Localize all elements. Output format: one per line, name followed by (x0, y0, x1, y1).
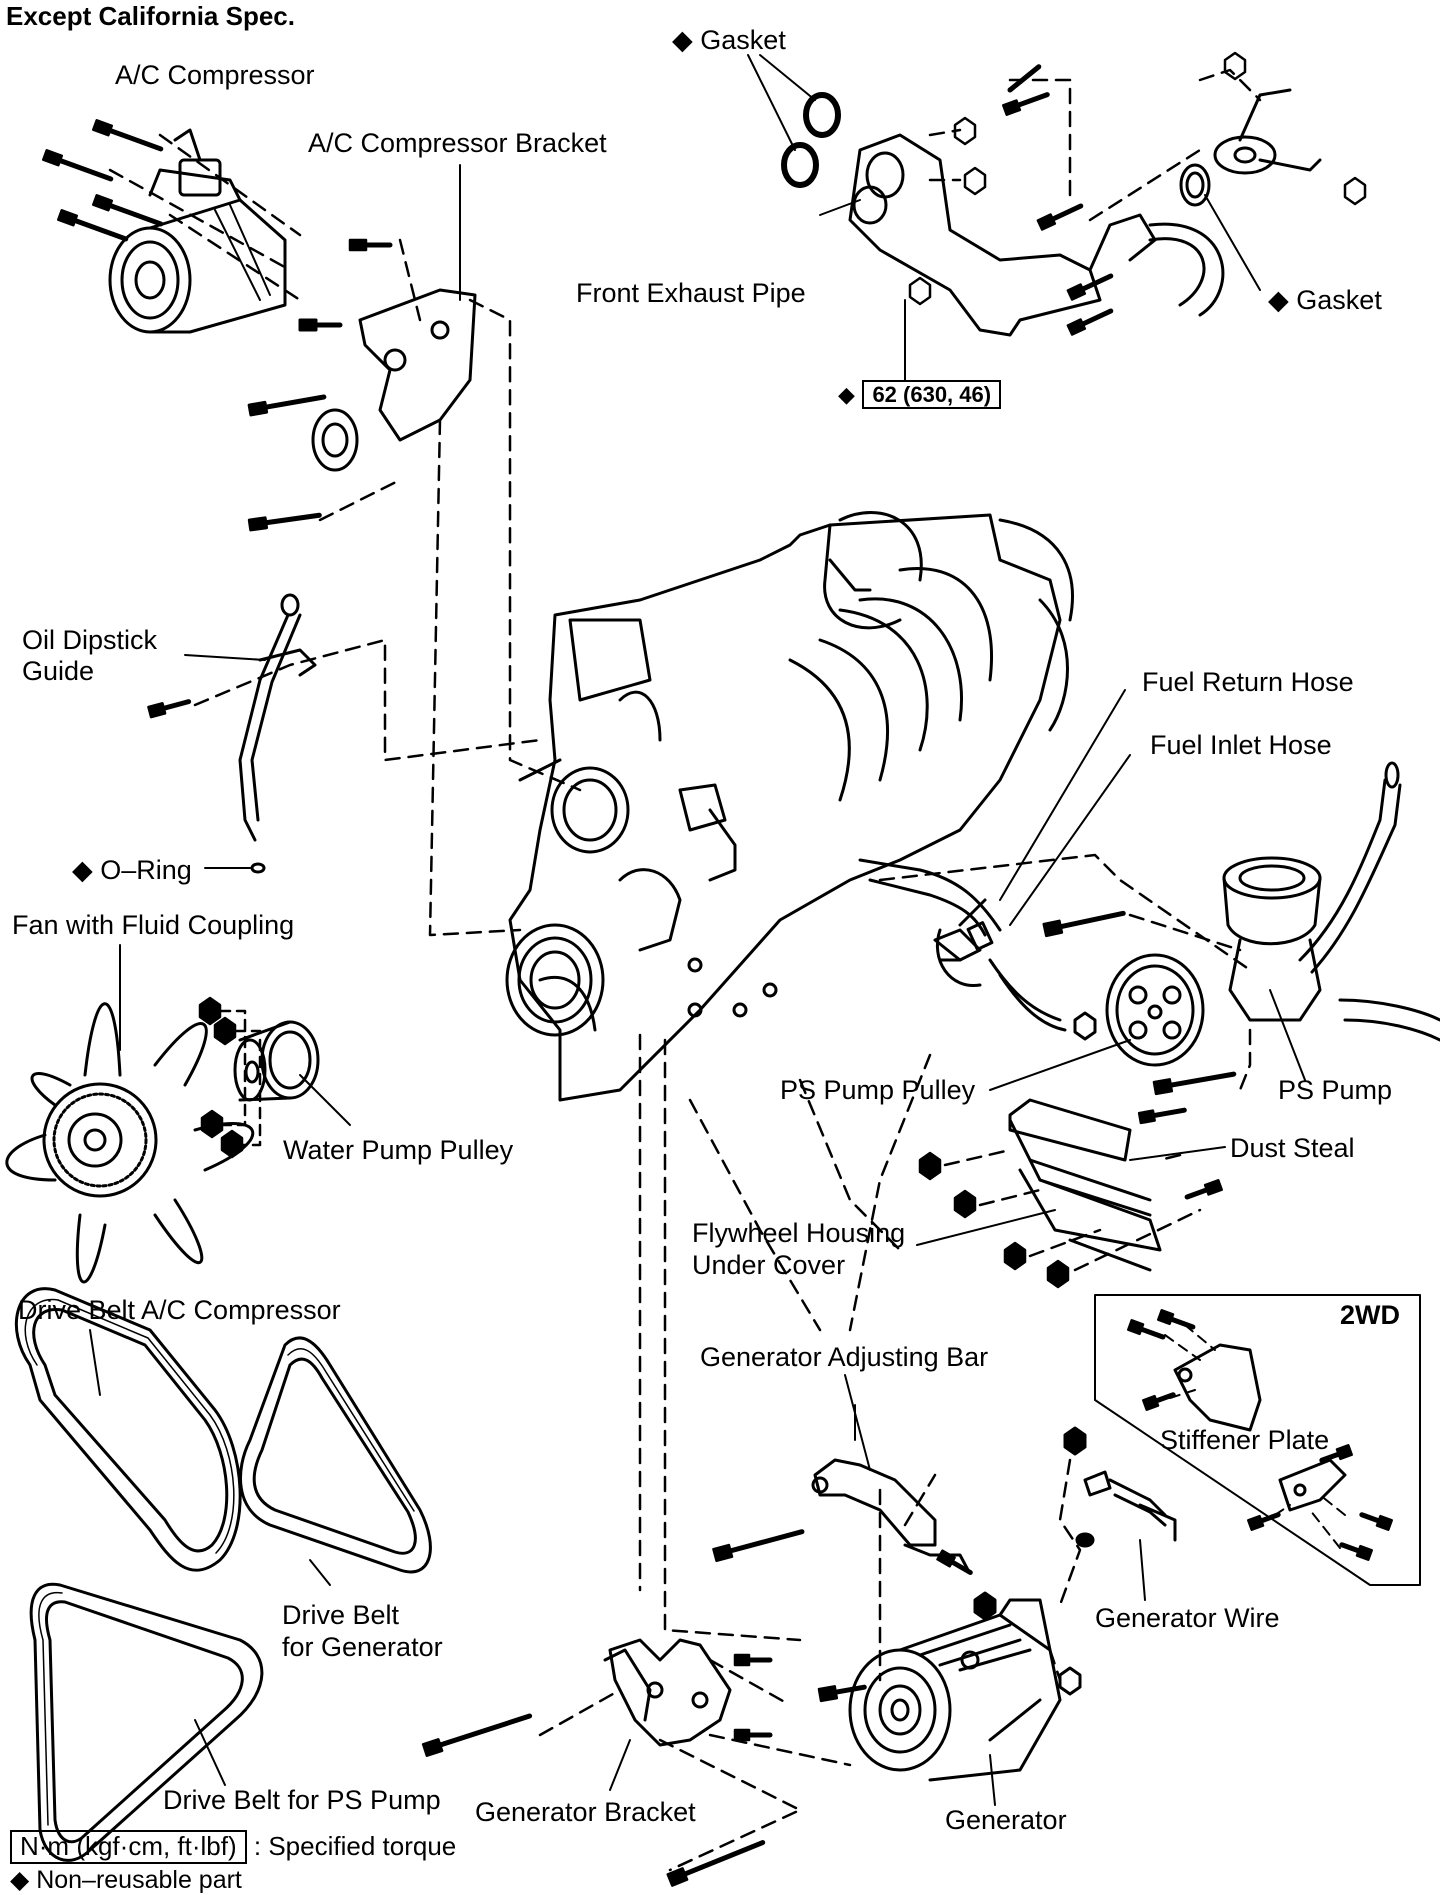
drive-belt-ac-illustration (14, 1287, 242, 1572)
label-flywheel-housing-1: Flywheel Housing (692, 1218, 906, 1248)
label-2wd: 2WD (1340, 1300, 1400, 1330)
ac-compressor-bracket-illustration (247, 288, 477, 532)
dashed-leaders-adjbar (878, 1473, 937, 1682)
label-stiffener-plate: Stiffener Plate (1160, 1425, 1330, 1455)
dust-steal-illustration (1008, 1098, 1162, 1272)
legend-torque: N·m (kgf·cm, ft·lbf) : Specified torque (10, 1830, 456, 1864)
label-drive-belt-ps: Drive Belt for PS Pump (163, 1785, 441, 1815)
label-gasket-right: ◆ Gasket (1268, 285, 1382, 316)
label-gasket-top-text: Gasket (700, 25, 786, 55)
leader-lines-genbracket (609, 1404, 996, 1806)
leader-lines-fuel (999, 689, 1131, 926)
label-generator-bracket: Generator Bracket (475, 1797, 696, 1827)
legend-torque-units: N·m (kgf·cm, ft·lbf) (10, 1830, 247, 1864)
diamond-icon: ◆ (1268, 285, 1289, 315)
label-generator-adjusting-bar: Generator Adjusting Bar (700, 1342, 989, 1372)
exhaust-gaskets (781, 92, 841, 188)
dashed-leaders-ac (108, 133, 582, 937)
ps-pump-illustration (1222, 761, 1440, 1042)
label-ps-pump: PS Pump (1278, 1075, 1393, 1105)
dashed-leaders-ps (878, 853, 1252, 1092)
generator-wire-illustration (1063, 1426, 1177, 1548)
dashed-leaders-genbracket (538, 1648, 1062, 1872)
leader-lines-belts (89, 1329, 331, 1786)
label-fan-with-fluid-coupling: Fan with Fluid Coupling (12, 910, 295, 940)
label-o-ring-text: O–Ring (100, 855, 192, 885)
generator-adjusting-bar-illustration (712, 1458, 973, 1575)
leader-lines-wire (1139, 1539, 1146, 1601)
ac-compressor-bolts (42, 119, 393, 252)
label-ps-pump-pulley: PS Pump Pulley (780, 1075, 976, 1105)
engine-block-illustration (505, 511, 1074, 1102)
dust-steal-bolts (918, 1151, 1223, 1289)
drive-belt-ps-illustration (29, 1582, 264, 1862)
diamond-icon: ◆ (10, 1866, 30, 1894)
label-ac-compressor: A/C Compressor (115, 60, 315, 90)
torque-spec-exhaust: ◆ 62 (630, 46) (838, 378, 1002, 409)
oil-dipstick-guide-illustration (147, 593, 317, 874)
ps-bolts (1042, 910, 1237, 1125)
leader-lines-dipstick (184, 654, 266, 869)
diamond-icon: ◆ (672, 25, 693, 55)
leader-lines-adjbar (844, 1374, 871, 1471)
label-drive-belt-generator-1: Drive Belt (282, 1600, 400, 1630)
dashed-leaders-engine (638, 1033, 932, 1642)
label-gasket-top: ◆ Gasket (672, 25, 786, 56)
dashed-leaders-dust (943, 1148, 1202, 1272)
ac-compressor-illustration (108, 128, 287, 334)
leader-lines-ps (989, 989, 1306, 1091)
drive-belt-generator-illustration (239, 1336, 432, 1574)
fuel-hoses-illustration (935, 898, 1067, 1032)
label-dust-steal: Dust Steal (1230, 1133, 1355, 1163)
dashed-leaders-dipstick (193, 638, 542, 762)
label-drive-belt-ac: Drive Belt A/C Compressor (18, 1295, 341, 1325)
torque-value-box: 62 (630, 46) (862, 380, 1002, 409)
label-flywheel-housing-2: Under Cover (692, 1250, 846, 1280)
dashed-leaders-wire (1058, 1458, 1082, 1607)
leader-lines-dust (916, 1146, 1226, 1246)
legend-torque-desc: : Specified torque (253, 1831, 457, 1861)
label-gasket-right-text: Gasket (1296, 285, 1382, 315)
dashed-leaders-2wd (1164, 1324, 1346, 1549)
label-generator-wire: Generator Wire (1095, 1603, 1280, 1633)
legend-nonreusable-text: Non–reusable part (36, 1866, 242, 1894)
legend-nonreusable: ◆ Non–reusable part (10, 1866, 242, 1895)
generator-bolts (666, 1684, 867, 1887)
label-oil-dipstick-guide-1: Oil Dipstick (22, 625, 158, 655)
label-front-exhaust-pipe: Front Exhaust Pipe (576, 278, 806, 308)
label-oil-dipstick-guide-2: Guide (22, 656, 95, 686)
fan-with-fluid-coupling-illustration (5, 1002, 254, 1284)
fan-nuts (198, 996, 244, 1159)
exhaust-nuts-bolts (908, 51, 1367, 336)
generator-bracket-illustration (421, 1638, 773, 1757)
label-ac-compressor-bracket: A/C Compressor Bracket (308, 128, 607, 158)
page-title: Except California Spec. (6, 1, 295, 31)
dashed-leaders-exhaust (928, 68, 1262, 222)
diamond-icon: ◆ (838, 382, 855, 407)
label-water-pump-pulley: Water Pump Pulley (283, 1135, 514, 1165)
label-drive-belt-generator-2: for Generator (282, 1632, 443, 1662)
label-o-ring: ◆ O–Ring (72, 855, 192, 886)
leader-lines-top (459, 54, 1261, 381)
leader-lines-fan (119, 944, 351, 1126)
label-generator: Generator (945, 1805, 1067, 1835)
two-wd-inset-box (1094, 1294, 1421, 1586)
generator-illustration (848, 1591, 1082, 1782)
ps-pump-pulley-illustration (1073, 953, 1205, 1067)
label-fuel-inlet-hose: Fuel Inlet Hose (1150, 730, 1332, 760)
diamond-icon: ◆ (72, 855, 93, 885)
label-fuel-return-hose: Fuel Return Hose (1142, 667, 1354, 697)
front-exhaust-pipe-illustration (848, 88, 1322, 337)
water-pump-pulley-illustration (233, 1020, 320, 1102)
